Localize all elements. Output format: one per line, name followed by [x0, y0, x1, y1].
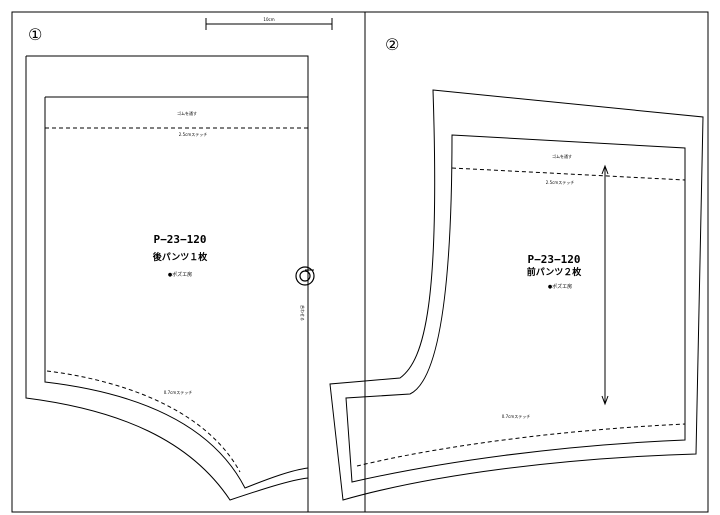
back-pants-stitch-top-label: 2.5cmステッチ	[179, 131, 207, 137]
front-pants-top-label: ゴムを通す	[552, 153, 572, 159]
front-pants-code: P−23−120	[528, 253, 581, 266]
back-pants-brand: ●ポズエ房	[168, 271, 192, 278]
scale-bar: 10cm	[205, 17, 333, 30]
back-pants-name: 後パンツ１枚	[153, 251, 208, 263]
grain-line-arrow-icon	[601, 164, 609, 406]
front-pants-brand: ●ポズエ房	[548, 283, 572, 290]
sheet-number-1: ①	[28, 25, 42, 44]
back-pants-code: P−23−120	[154, 233, 207, 246]
fold-mark-icon	[295, 266, 315, 286]
back-pants-seam-line	[44, 96, 309, 489]
back-pants-hem-stitch	[46, 370, 241, 473]
back-pants-cut-line	[25, 55, 309, 512]
front-pants-cut-line	[329, 89, 704, 501]
front-pants-piece: ゴムを通す 2.5cmステッチ P−23−120 前パンツ２枚 ●ポズエ房 0.…	[329, 89, 704, 501]
front-pants-seam-line	[345, 134, 686, 483]
sheet-number-2: ②	[385, 35, 399, 54]
front-pants-stitch-bottom-label: 0.7cmステッチ	[502, 413, 530, 419]
back-pants-stitch-bottom-label: 0.7cmステッチ	[164, 389, 192, 395]
front-pants-stitch-top-label: 2.5cmステッチ	[546, 179, 574, 185]
back-pants-piece: ゴムを通す 2.5cmステッチ P−23−120 後パンツ１枚 ●ポズエ房 0.…	[25, 55, 315, 512]
front-pants-waist-stitch	[451, 167, 686, 181]
back-pants-side-label: 合わせる	[300, 305, 306, 321]
front-pants-name: 前パンツ２枚	[527, 266, 582, 278]
sheet-frame	[11, 11, 709, 513]
front-pants-hem-stitch	[356, 423, 686, 467]
back-pants-top-label: ゴムを通す	[177, 110, 197, 116]
scale-bar-label: 10cm	[263, 17, 274, 22]
